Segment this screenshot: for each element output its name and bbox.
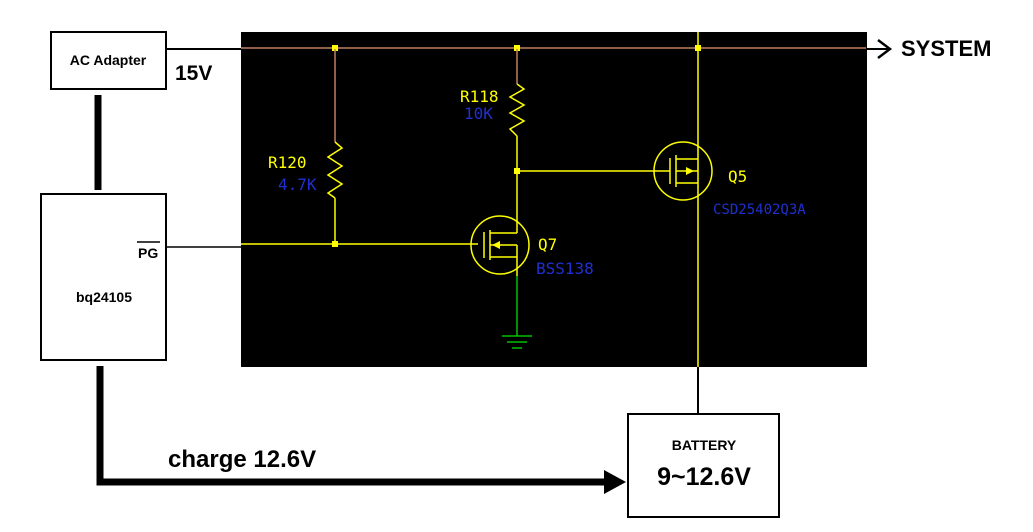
system-arrow-icon [877,39,893,59]
q7-mosfet [470,215,530,275]
q7-part: BSS138 [536,259,594,278]
q5-part: CSD25402Q3A [713,202,806,218]
q5-arrow-icon [686,167,694,175]
battery-voltage: 9~12.6V [657,463,751,491]
schematic-panel [241,32,867,367]
r118-value: 10K [464,104,493,123]
r118-resistor [508,83,526,137]
input-voltage-label: 15V [175,62,212,85]
battery-label: BATTERY [672,437,737,453]
wire-charge-path [96,366,612,486]
q5-mosfet [653,141,713,201]
q7-ref: Q7 [538,235,557,254]
r120-value: 4.7K [278,175,317,194]
ac-adapter-label: AC Adapter [70,52,147,68]
charger-block [40,193,167,361]
r118-ref: R118 [460,87,499,106]
q5-ref: Q5 [728,167,747,186]
ac-adapter-block [50,31,167,90]
r120-resistor [326,141,344,199]
pg-pin-label: PG [138,245,158,261]
junction-dot [332,45,338,51]
battery-block [627,413,780,518]
charge-label: charge 12.6V [168,446,316,473]
junction-dot [514,45,520,51]
system-label: SYSTEM [901,36,991,61]
q7-arrow-icon [492,241,500,249]
charger-label: bq24105 [76,289,132,305]
charge-arrow-icon [604,470,626,494]
r120-ref: R120 [268,153,307,172]
